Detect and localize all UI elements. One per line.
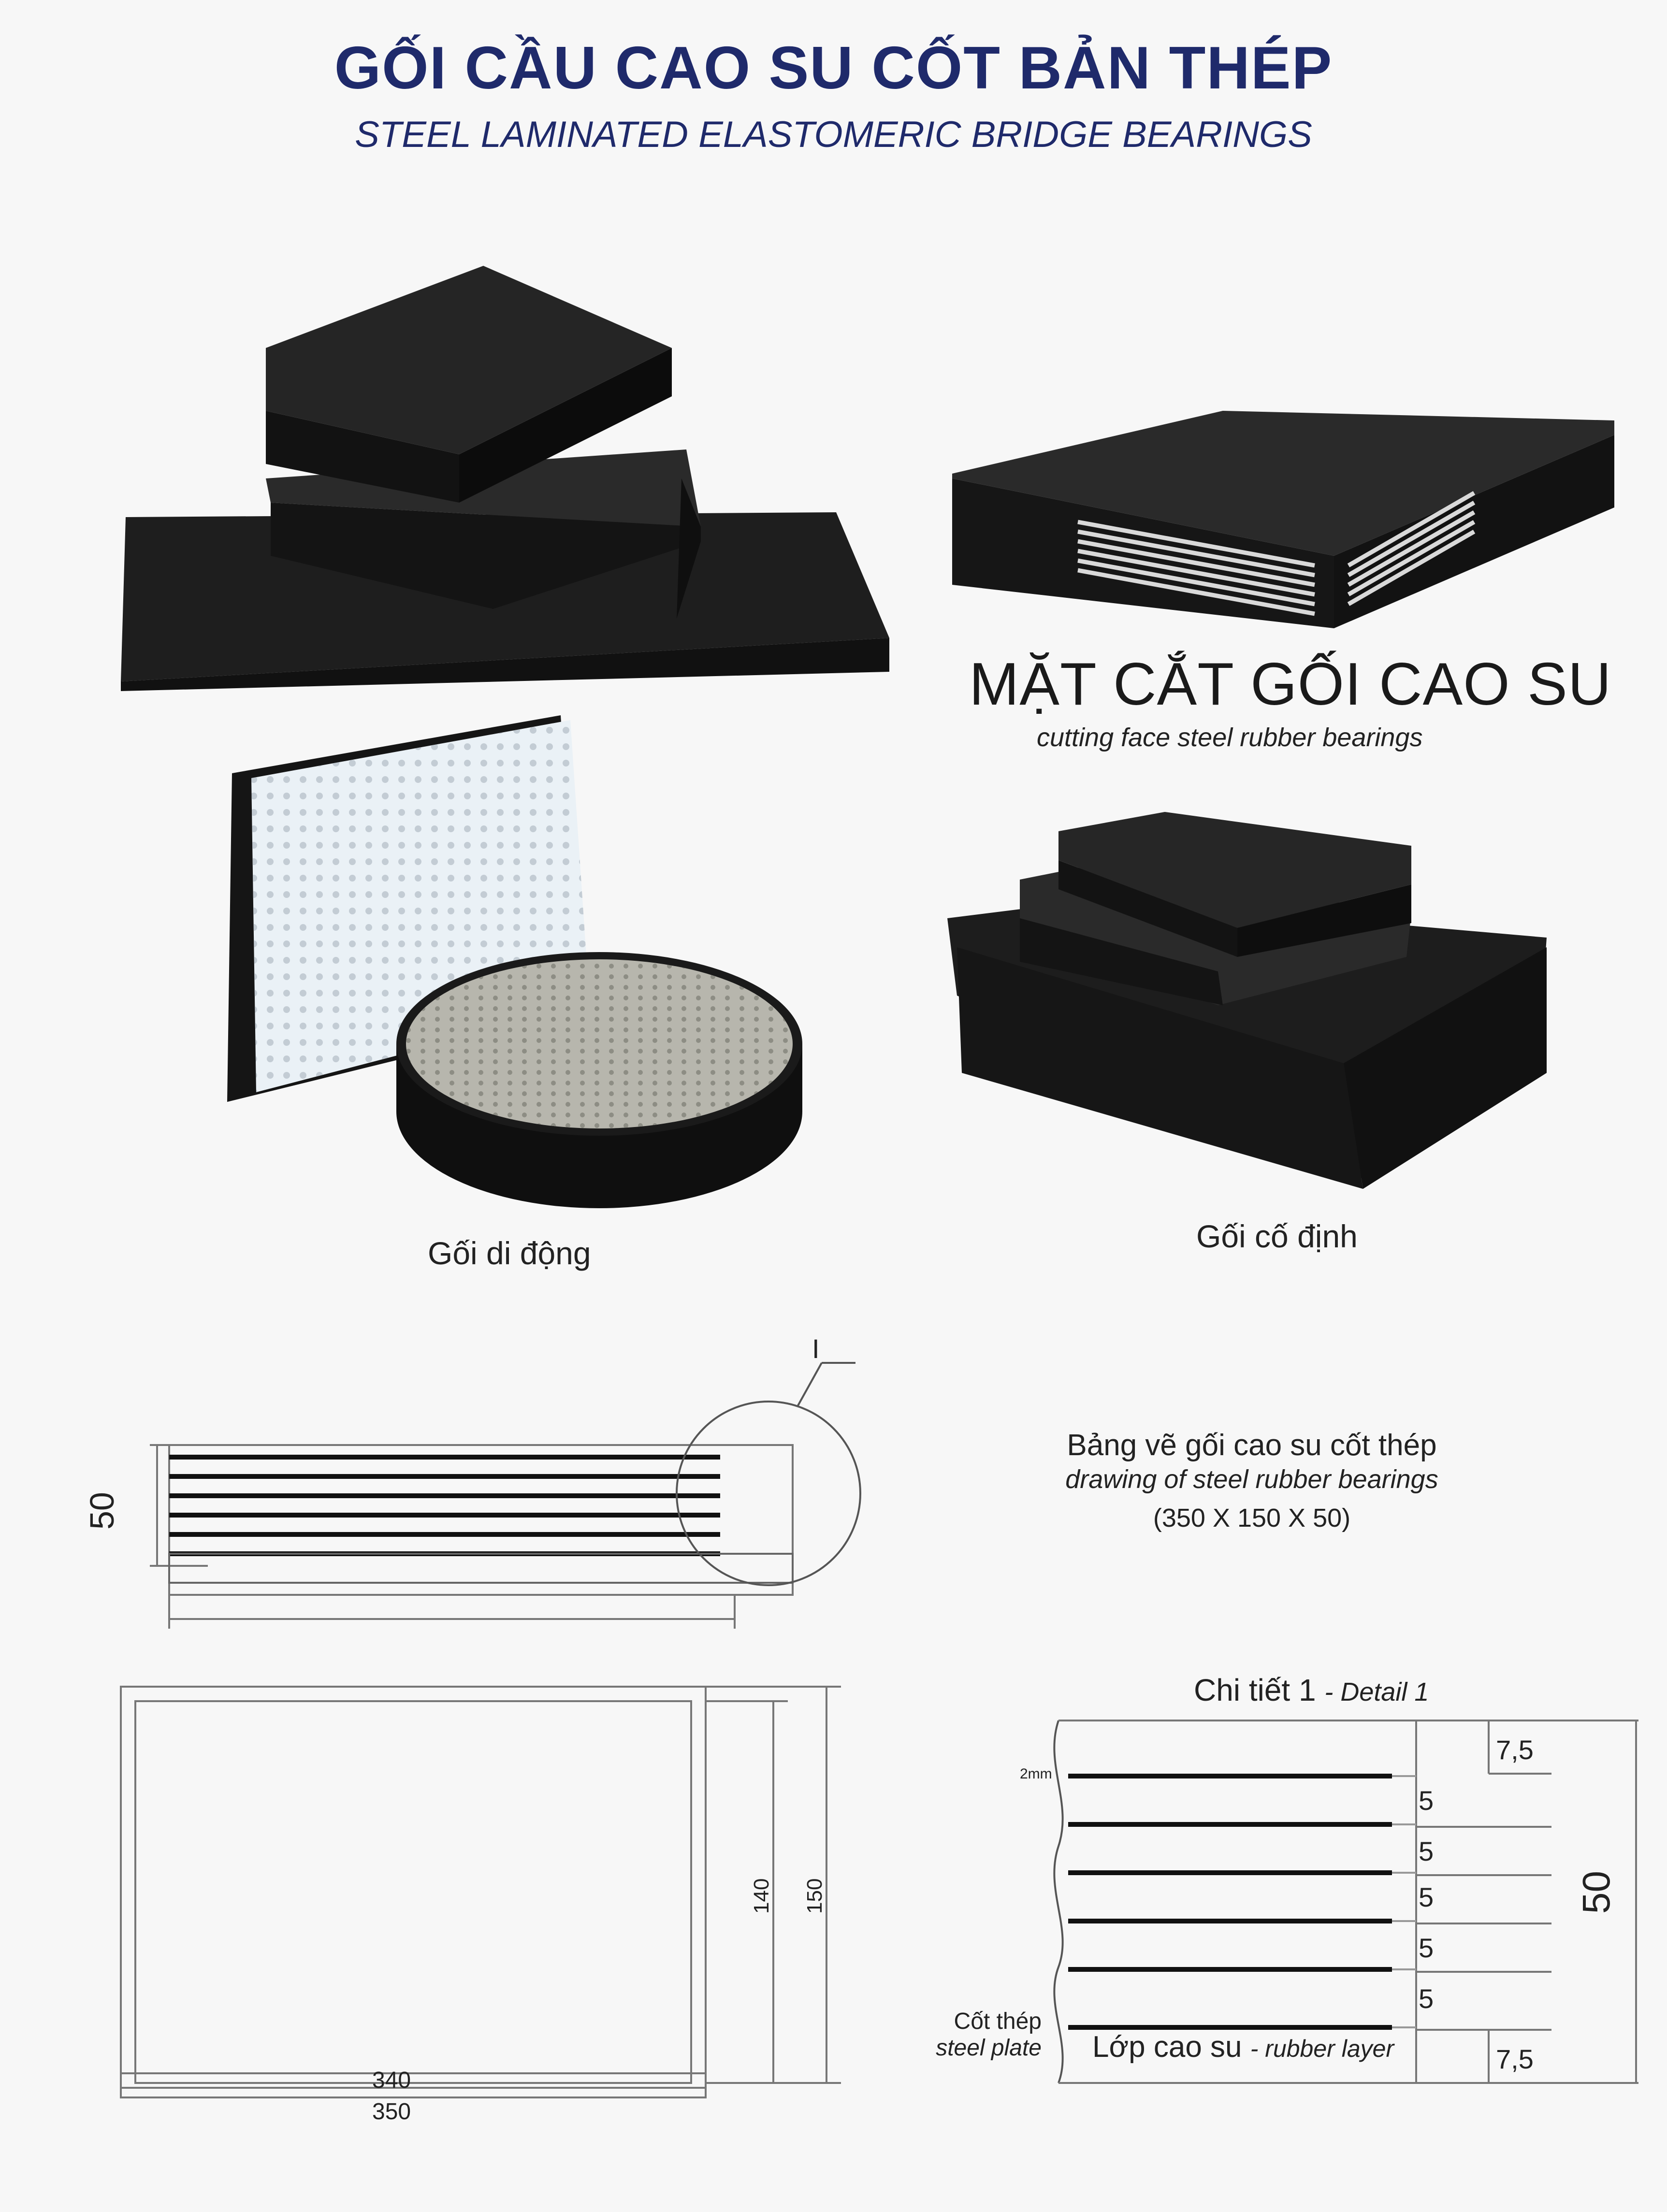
inner-width-label: 140: [750, 1879, 773, 1914]
stacked-bearings-photo: [121, 266, 889, 691]
total-thickness-label: 50: [1575, 1871, 1618, 1914]
rubber-layer-label: Lớp cao su - rubber layer: [1092, 2030, 1394, 2064]
layer-5-label: 5: [1419, 1983, 1434, 2014]
layer-3-label: 5: [1419, 1882, 1434, 1912]
steel-plate-label-en: steel plate: [936, 2035, 1042, 2061]
side-height-label: 50: [83, 1492, 121, 1530]
side-view-drawing: 50 I: [83, 1333, 861, 1629]
detail-drawing: 2mm 7,5 5 5 5 5 5 7,5 50: [1020, 1720, 1638, 2084]
layer-1-label: 5: [1419, 1785, 1434, 1816]
rubber-layer-label-en: - rubber layer: [1250, 2035, 1394, 2062]
movable-bearing-caption: Gối di động: [428, 1235, 591, 1271]
layer-bottom-label: 7,5: [1496, 2044, 1534, 2074]
movable-bearing-photo: [227, 715, 802, 1208]
outer-length-label: 350: [372, 2099, 411, 2125]
plate-thickness-label: 2mm: [1020, 1766, 1052, 1782]
drawing-title: Bảng vẽ gối cao su cốt thép: [1067, 1429, 1437, 1462]
fixed-bearing-caption: Gối cố định: [1196, 1218, 1358, 1254]
inner-length-label: 340: [372, 2067, 411, 2093]
steel-plate-label-vi: Cốt thép: [954, 2009, 1042, 2034]
drawing-dimensions: (350 X 150 X 50): [1153, 1504, 1351, 1532]
section-title: MẶT CẮT GỐI CAO SU: [969, 651, 1612, 718]
steel-plate-label: Cốt thép steel plate: [935, 2008, 1042, 2061]
layer-top-label: 7,5: [1496, 1735, 1534, 1765]
plan-view-drawing: 340 350 140 150: [120, 1686, 841, 2125]
detail-title-vi: Chi tiết 1: [1194, 1673, 1316, 1707]
fixed-bearing-photo: [947, 812, 1547, 1189]
drawing-subtitle: drawing of steel rubber bearings: [1065, 1465, 1438, 1494]
detail-marker-label: I: [812, 1333, 820, 1364]
layer-4-label: 5: [1419, 1933, 1434, 1963]
section-subtitle: cutting face steel rubber bearings: [1037, 723, 1423, 752]
rubber-layer-label-vi: Lớp cao su: [1092, 2030, 1242, 2064]
layer-2-label: 5: [1419, 1836, 1434, 1866]
outer-width-label: 150: [803, 1879, 826, 1914]
cutting-face-photo: [952, 411, 1614, 628]
detail-title-en: - Detail 1: [1324, 1677, 1429, 1706]
page-title: GỐI CẦU CAO SU CỐT BẢN THÉP: [334, 35, 1333, 101]
detail-title: Chi tiết 1 - Detail 1: [1194, 1672, 1429, 1708]
page-subtitle: STEEL LAMINATED ELASTOMERIC BRIDGE BEARI…: [355, 114, 1312, 155]
